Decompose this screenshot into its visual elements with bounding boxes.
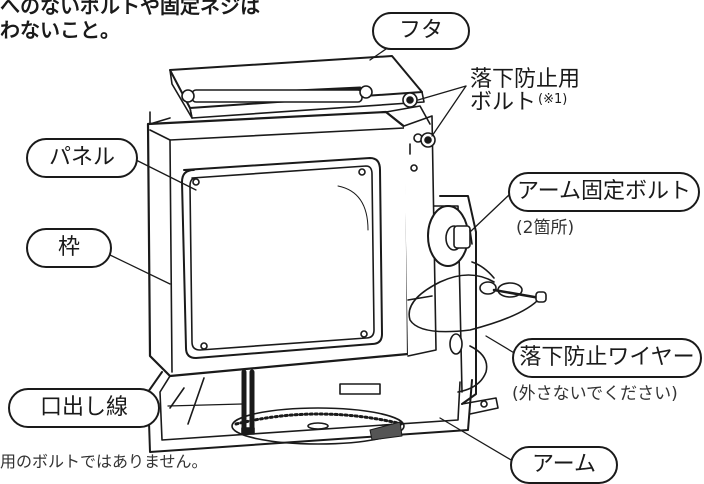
fall-bolt-label: 落下防止用 ボルト(※1) xyxy=(470,68,580,114)
fall-wire-label: 落下防止ワイヤー xyxy=(512,338,702,378)
arm-bolt-count: (2箇所) xyxy=(516,218,575,238)
top-note-line2: わないこと。 xyxy=(0,18,120,42)
bottom-block xyxy=(339,383,381,395)
fall-bolt-label-line2: ボルト xyxy=(470,90,537,116)
fall-prevention-bolts xyxy=(402,92,436,148)
fall-bolt-label-line1: 落下防止用 xyxy=(470,67,581,92)
cable-label: 口出し線 xyxy=(8,388,160,428)
base-scale xyxy=(231,407,405,445)
fall-wire-note: (外さないでください) xyxy=(512,384,678,404)
arm-fixing-bolt xyxy=(427,205,473,355)
frame-label: 枠 xyxy=(26,228,112,268)
arm-bolt-label: アーム固定ボルト xyxy=(508,172,700,212)
bottom-note: 用のボルトではありません。 xyxy=(0,452,208,471)
panel xyxy=(181,157,383,359)
top-note-line1: へのないボルトや固定ネジは xyxy=(0,0,260,18)
side-plate xyxy=(403,115,437,357)
lid xyxy=(149,55,431,125)
fall-prevention-wire xyxy=(408,261,547,393)
panel-label: パネル xyxy=(26,138,138,178)
arm-bracket xyxy=(147,195,499,453)
lid-label: フタ xyxy=(372,12,470,50)
cable xyxy=(241,369,255,435)
fall-bolt-ref: (※1) xyxy=(538,92,568,108)
arm-label: アーム xyxy=(510,446,618,484)
